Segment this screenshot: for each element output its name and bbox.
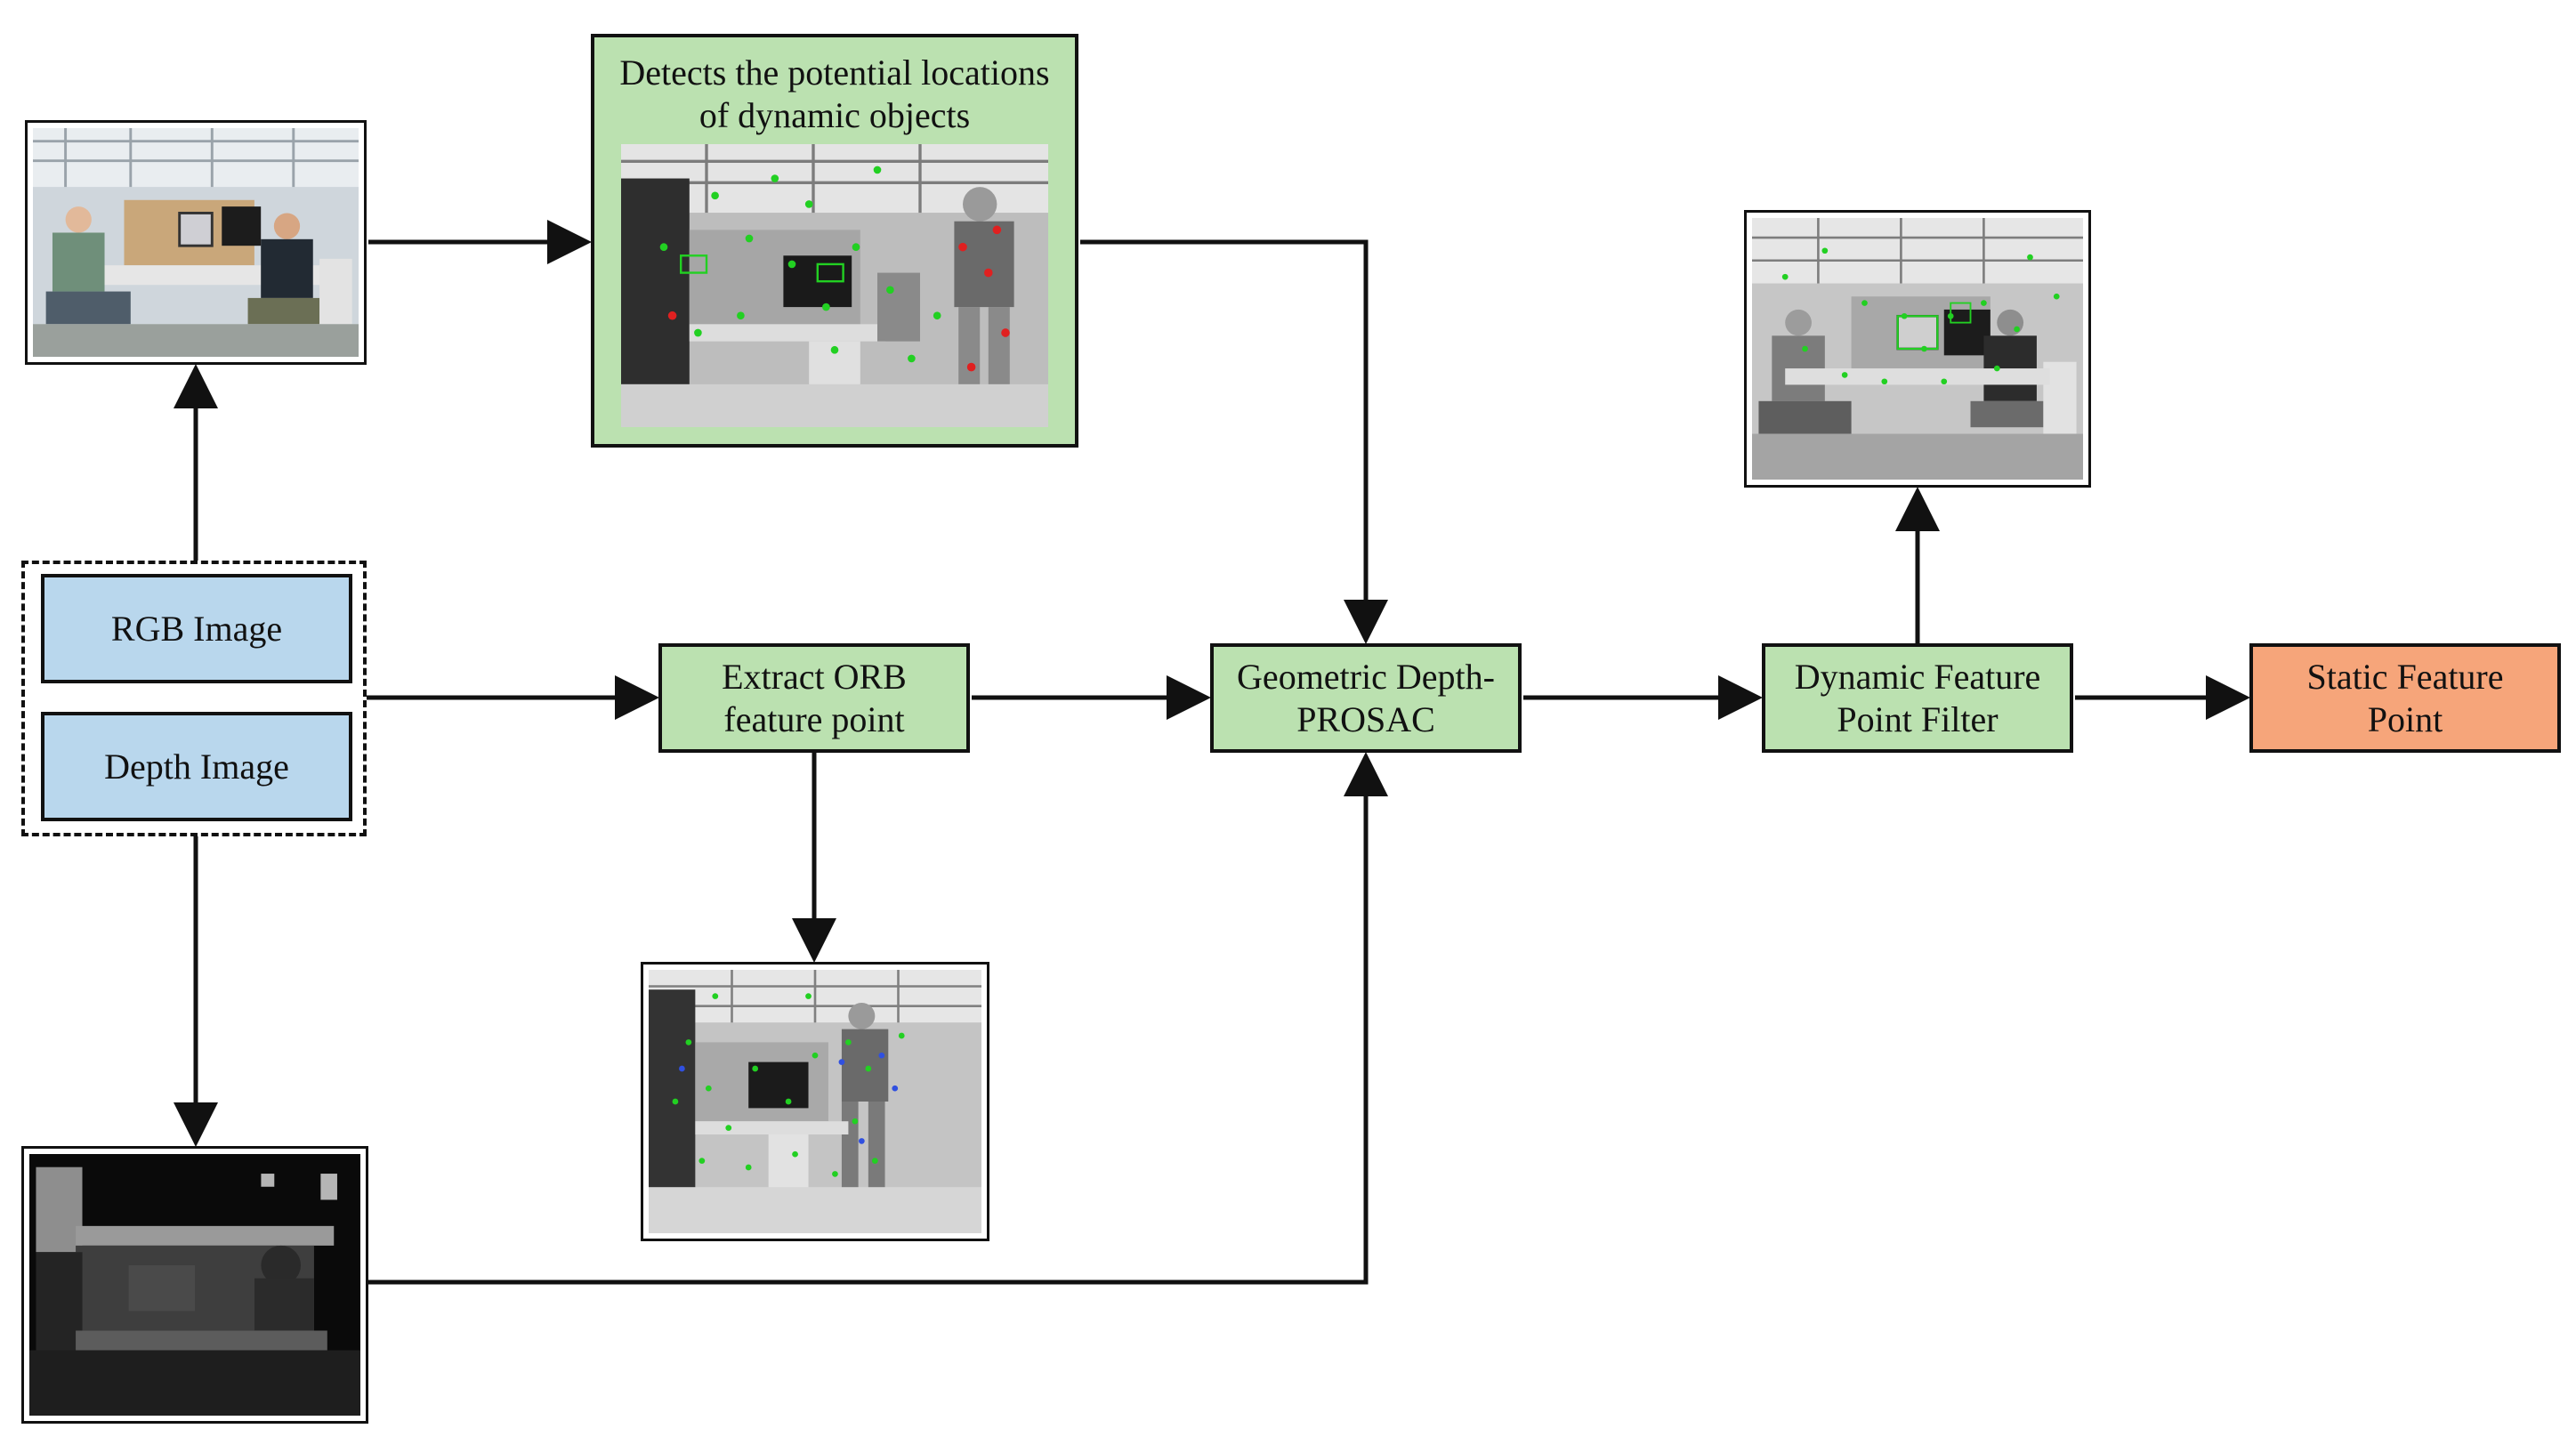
rgb-photo <box>25 120 367 365</box>
rgb-image-node: RGB Image <box>41 574 352 683</box>
static-feature-point-line-1: Static Feature <box>2306 656 2504 697</box>
geometric-depth-prosac-line-2: PROSAC <box>1296 698 1435 739</box>
rgb-image-label: RGB Image <box>110 608 283 649</box>
depth-image-node: Depth Image <box>41 712 352 821</box>
extract-orb-line-2: feature point <box>723 698 905 739</box>
depth-photo-image <box>29 1154 360 1416</box>
detect-caption-line-2: of dynamic objects <box>699 95 971 135</box>
orb-photo-image <box>649 970 981 1233</box>
detect-photo-image <box>621 144 1048 427</box>
filter-photo-image <box>1752 218 2083 480</box>
depth-photo <box>21 1146 368 1424</box>
geometric-depth-prosac-line-1: Geometric Depth- <box>1237 656 1495 697</box>
detect-caption-line-1: Detects the potential locations <box>619 52 1050 93</box>
dynamic-feature-filter-line-1: Dynamic Feature <box>1794 656 2041 697</box>
detect-photo <box>621 144 1048 427</box>
detect-dynamic-objects-box: Detects the potential locations of dynam… <box>591 34 1078 448</box>
arrow-depth-to-geometric <box>368 752 1388 1285</box>
static-feature-point-node: Static Feature Point <box>2249 643 2561 753</box>
orb-photo <box>641 962 989 1241</box>
geometric-depth-prosac-node: Geometric Depth- PROSAC <box>1210 643 1522 753</box>
input-group <box>21 561 367 836</box>
dynamic-feature-filter-node: Dynamic Feature Point Filter <box>1762 643 2073 753</box>
extract-orb-node: Extract ORB feature point <box>658 643 970 753</box>
static-feature-point-line-2: Point <box>2367 698 2443 739</box>
extract-orb-line-1: Extract ORB <box>722 656 907 697</box>
rgb-photo-image <box>33 128 359 357</box>
depth-image-label: Depth Image <box>104 746 289 787</box>
detect-caption: Detects the potential locations of dynam… <box>594 52 1075 137</box>
filter-photo <box>1744 210 2091 488</box>
arrow-detect-to-geometric <box>1080 239 1388 644</box>
dynamic-feature-filter-line-2: Point Filter <box>1837 698 1999 739</box>
